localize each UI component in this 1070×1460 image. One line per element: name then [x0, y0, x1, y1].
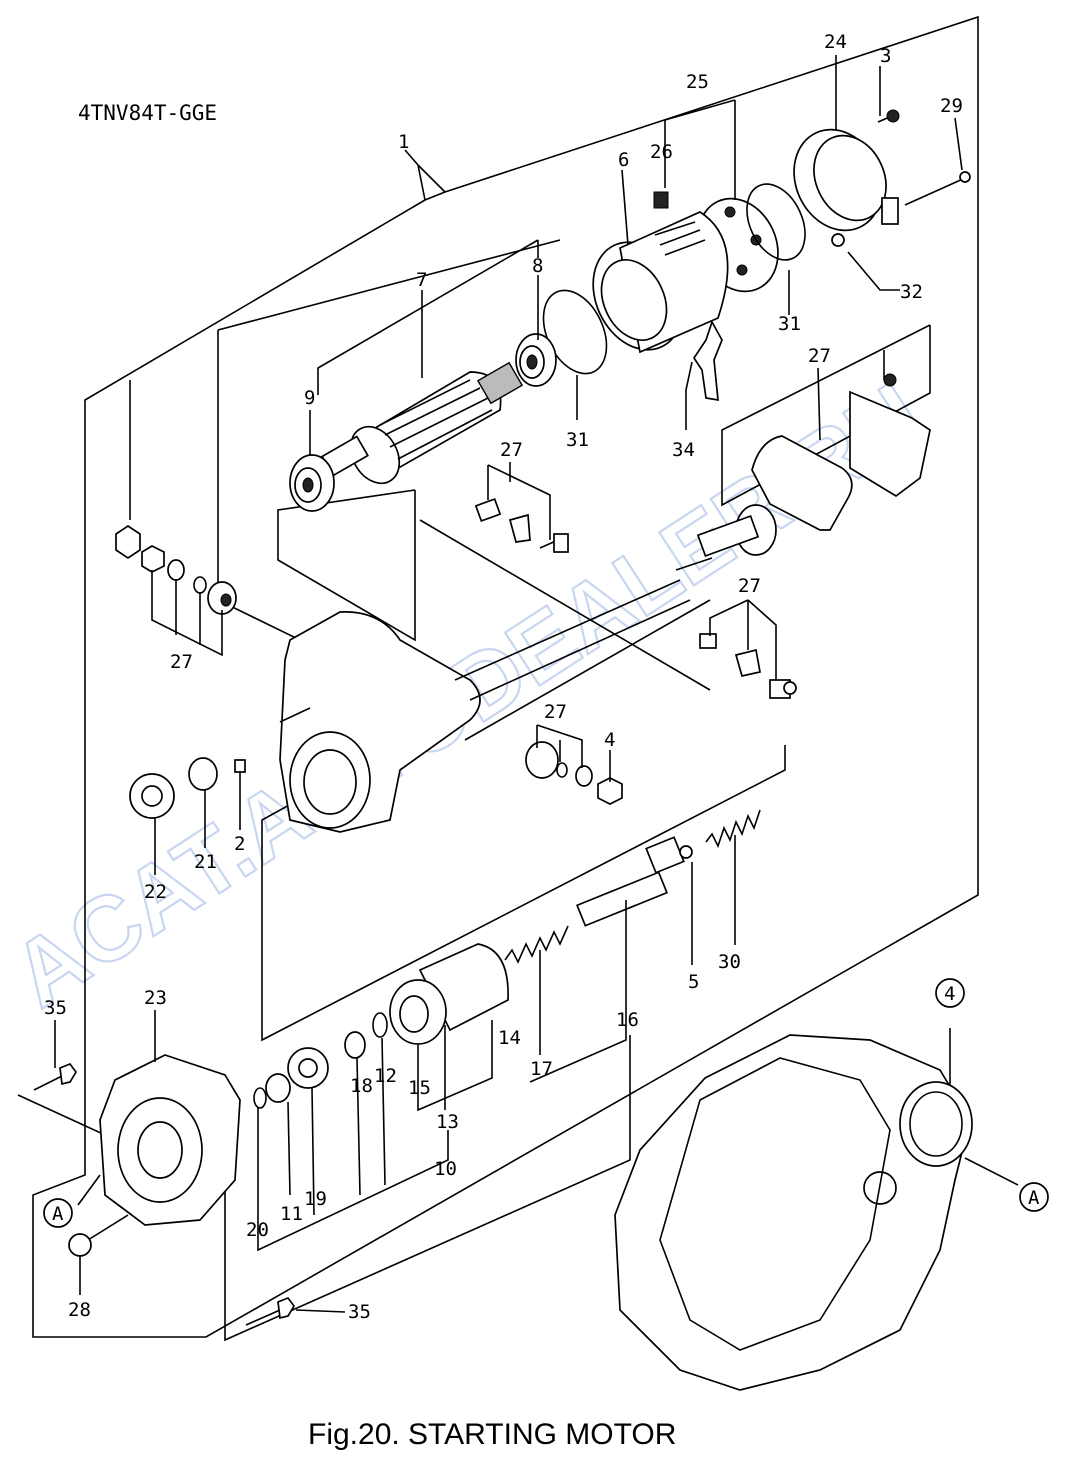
- solenoid-cover: [849, 390, 931, 498]
- part-31-o-ring-upper: [746, 183, 806, 261]
- label-35-lower: 35: [348, 1301, 371, 1323]
- drive-frame: [419, 519, 711, 741]
- part-labels: 1 2 3 4 5 6 7 8 9 10 11 12 13 14 15 16 1…: [44, 31, 963, 1323]
- label-6: 6: [618, 149, 629, 171]
- part-29-through-bolt: [904, 171, 971, 206]
- part-18-stop: [344, 1031, 366, 1059]
- part-27-terminal-hardware: [474, 497, 569, 553]
- svg-text:A: A: [1028, 1187, 1040, 1209]
- label-25: 25: [686, 71, 709, 93]
- label-1: 1: [398, 131, 409, 153]
- label-13: 13: [436, 1111, 459, 1133]
- label-29: 29: [940, 95, 963, 117]
- label-9: 9: [304, 387, 315, 409]
- part-26-brush: [653, 191, 669, 209]
- part-27-gasket: [751, 435, 853, 531]
- label-27-terminal: 27: [500, 439, 523, 461]
- label-35-upper: 35: [44, 997, 67, 1019]
- callout-a-right: A: [1019, 1182, 1049, 1212]
- label-12: 12: [374, 1065, 397, 1087]
- part-24-cover-band: [793, 128, 899, 247]
- part-6-yoke: [592, 211, 729, 354]
- part-7-armature: [321, 361, 524, 485]
- part-35-bolt-lower: [245, 1296, 296, 1326]
- part-35-bolt-upper: [33, 1062, 78, 1091]
- label-15: 15: [408, 1077, 431, 1099]
- part-19-pinion: [287, 1047, 329, 1089]
- label-24: 24: [824, 31, 847, 53]
- part-2-pin: [234, 759, 246, 773]
- solenoid-frame: [721, 324, 931, 507]
- label-5: 5: [688, 971, 699, 993]
- label-18: 18: [350, 1075, 373, 1097]
- label-21: 21: [194, 851, 217, 873]
- label-27-bushing: 27: [544, 701, 567, 723]
- label-2: 2: [234, 833, 245, 855]
- solenoid-screw: [883, 373, 897, 387]
- label-20: 20: [246, 1219, 269, 1241]
- drive-end-housing: [279, 579, 691, 833]
- label-27-mount: 27: [738, 575, 761, 597]
- callout-4: 4: [935, 978, 965, 1008]
- part-28-bolt: [68, 1214, 129, 1257]
- part-20-snap-ring: [253, 1087, 267, 1109]
- part-11-ring: [265, 1073, 291, 1103]
- part-12-ring: [372, 1012, 388, 1038]
- label-27-nut-set: 27: [170, 651, 193, 673]
- label-31-lower: 31: [566, 429, 589, 451]
- label-17: 17: [530, 1058, 553, 1080]
- label-22: 22: [144, 881, 167, 903]
- svg-text:A: A: [52, 1203, 64, 1225]
- part-9-bearing: [289, 454, 335, 512]
- part-22-idle-gear: [129, 773, 175, 819]
- label-30: 30: [718, 951, 741, 973]
- part-23-front-housing: [99, 1054, 241, 1226]
- label-28: 28: [68, 1299, 91, 1321]
- leader-lines: [54, 55, 1019, 1313]
- label-23: 23: [144, 987, 167, 1009]
- part-3-screw: [877, 109, 900, 123]
- label-26: 26: [650, 141, 673, 163]
- label-4: 4: [604, 729, 615, 751]
- label-14: 14: [498, 1027, 521, 1049]
- part-8-bearing: [515, 333, 557, 387]
- armature-bracket: [317, 239, 539, 395]
- model-code: 4TNV84T-GGE: [78, 101, 217, 125]
- part-27-bushing-set: [525, 741, 593, 787]
- svg-text:4: 4: [944, 983, 955, 1005]
- label-10: 10: [434, 1158, 457, 1180]
- flywheel-housing: [614, 1034, 973, 1391]
- label-19: 19: [304, 1188, 327, 1210]
- part-30-spring: [705, 809, 761, 849]
- label-7: 7: [416, 269, 427, 291]
- part-21-collar: [188, 757, 218, 791]
- part-27-nut-washer-set: [115, 524, 237, 615]
- solenoid-plunger: [675, 504, 777, 571]
- label-34: 34: [672, 439, 695, 461]
- part-5-ball: [679, 845, 693, 859]
- label-3: 3: [880, 45, 891, 67]
- part-27-mount-hardware: [699, 633, 797, 699]
- label-11: 11: [280, 1203, 303, 1225]
- assembly-frame: [32, 15, 979, 1338]
- figure-caption: Fig.20. STARTING MOTOR: [308, 1418, 676, 1451]
- label-27-solenoid: 27: [808, 345, 831, 367]
- label-31-upper: 31: [778, 313, 801, 335]
- label-32: 32: [900, 281, 923, 303]
- part-13-clutch-assembly: [389, 943, 509, 1045]
- part-17-spring: [504, 925, 569, 964]
- callout-a-left: A: [43, 1198, 73, 1228]
- label-16: 16: [616, 1009, 639, 1031]
- label-8: 8: [532, 255, 543, 277]
- part-34-fork-lever: [692, 319, 723, 402]
